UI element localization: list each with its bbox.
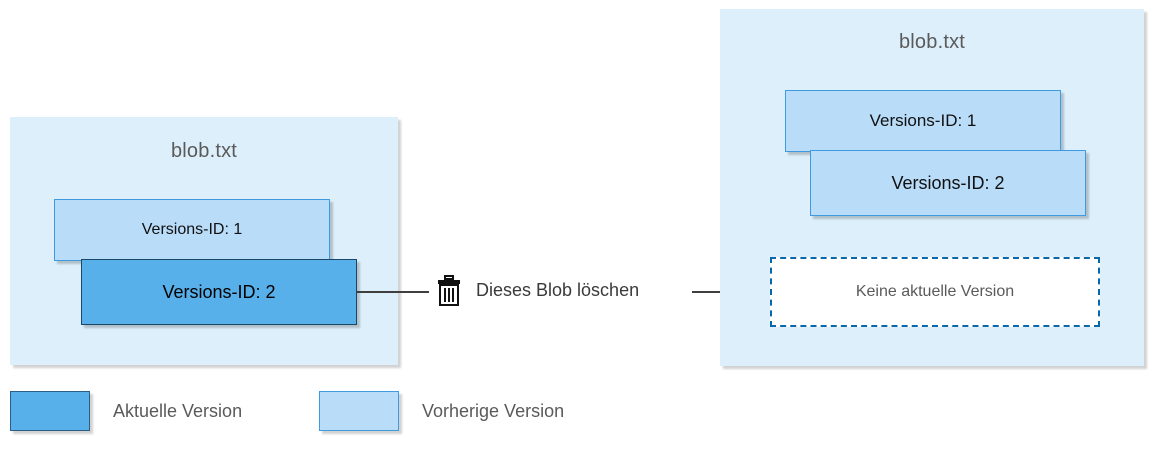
connector-line-left (357, 291, 429, 293)
blob-container-after: blob.txt Versions-ID: 1 Versions-ID: 2 K… (720, 9, 1144, 366)
action-label-delete-blob: Dieses Blob löschen (476, 280, 640, 300)
legend-label-previous-version: Vorherige Version (422, 401, 565, 421)
blob-title-after: blob.txt (898, 31, 966, 53)
no-current-version-placeholder: Keine aktuelle Version (770, 257, 1100, 327)
version-box-before-2-current: Versions-ID: 2 (81, 259, 357, 325)
version-box-after-2: Versions-ID: 2 (810, 150, 1086, 216)
legend-label-current-version: Aktuelle Version (113, 401, 243, 421)
version-box-after-1: Versions-ID: 1 (785, 90, 1061, 152)
version-box-before-1: Versions-ID: 1 (54, 199, 330, 261)
blob-container-before: blob.txt Versions-ID: 1 Versions-ID: 2 (10, 117, 398, 365)
blob-title-before: blob.txt (170, 140, 238, 162)
legend-swatch-current-version (10, 391, 90, 431)
legend-swatch-previous-version (319, 391, 399, 431)
trash-icon (436, 275, 462, 307)
